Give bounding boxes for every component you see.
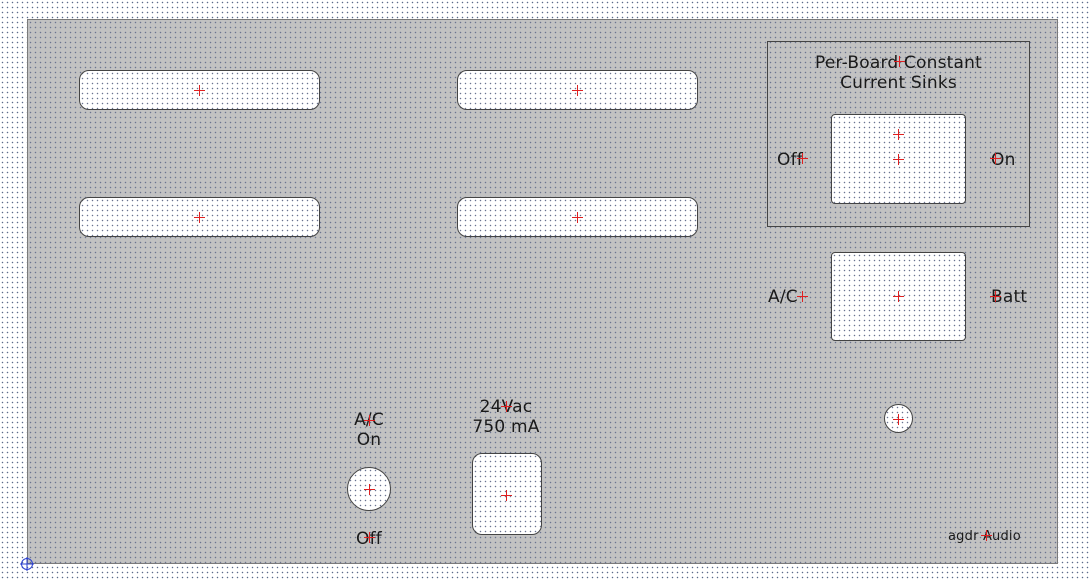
current-sink-title-line2: Current Sinks <box>840 73 957 93</box>
source-ac-label: A/C <box>768 287 798 307</box>
crosshair-icon <box>572 212 583 223</box>
power-inlet-label-line2: 750 mA <box>472 417 540 437</box>
crosshair-icon <box>894 56 905 67</box>
crosshair-icon <box>990 153 1001 164</box>
crosshair-icon <box>364 532 375 543</box>
power-inlet-cutout <box>472 453 542 535</box>
crosshair-icon <box>893 291 904 302</box>
crosshair-icon <box>981 530 992 541</box>
crosshair-icon <box>797 291 808 302</box>
crosshair-icon <box>364 415 375 426</box>
crosshair-icon <box>893 129 904 140</box>
crosshair-icon <box>194 212 205 223</box>
crosshair-icon <box>501 490 512 501</box>
origin-crosshair-icon <box>20 557 34 571</box>
display-slot-bottom-right <box>457 197 698 237</box>
power-inlet-label-line1: 24Vac <box>479 397 533 417</box>
source-batt-label: Batt <box>991 287 1028 307</box>
crosshair-icon <box>572 85 583 96</box>
ac-switch-off-label: Off <box>356 529 382 549</box>
crosshair-icon <box>364 484 375 495</box>
brand-label: agdr Audio <box>948 529 1021 544</box>
current-sink-group-box <box>767 41 1030 227</box>
current-sink-title-line1: Per-Board Constant <box>815 53 982 73</box>
crosshair-icon <box>797 153 808 164</box>
crosshair-icon <box>893 154 904 165</box>
crosshair-icon <box>990 291 1001 302</box>
crosshair-icon <box>194 85 205 96</box>
ac-power-switch-hole <box>347 467 391 511</box>
current-sink-off-label: Off <box>777 150 803 170</box>
current-sink-on-label: On <box>991 150 1016 170</box>
crosshair-icon <box>501 401 512 412</box>
ac-switch-label-line2: On <box>356 430 382 450</box>
crosshair-icon <box>893 414 904 425</box>
